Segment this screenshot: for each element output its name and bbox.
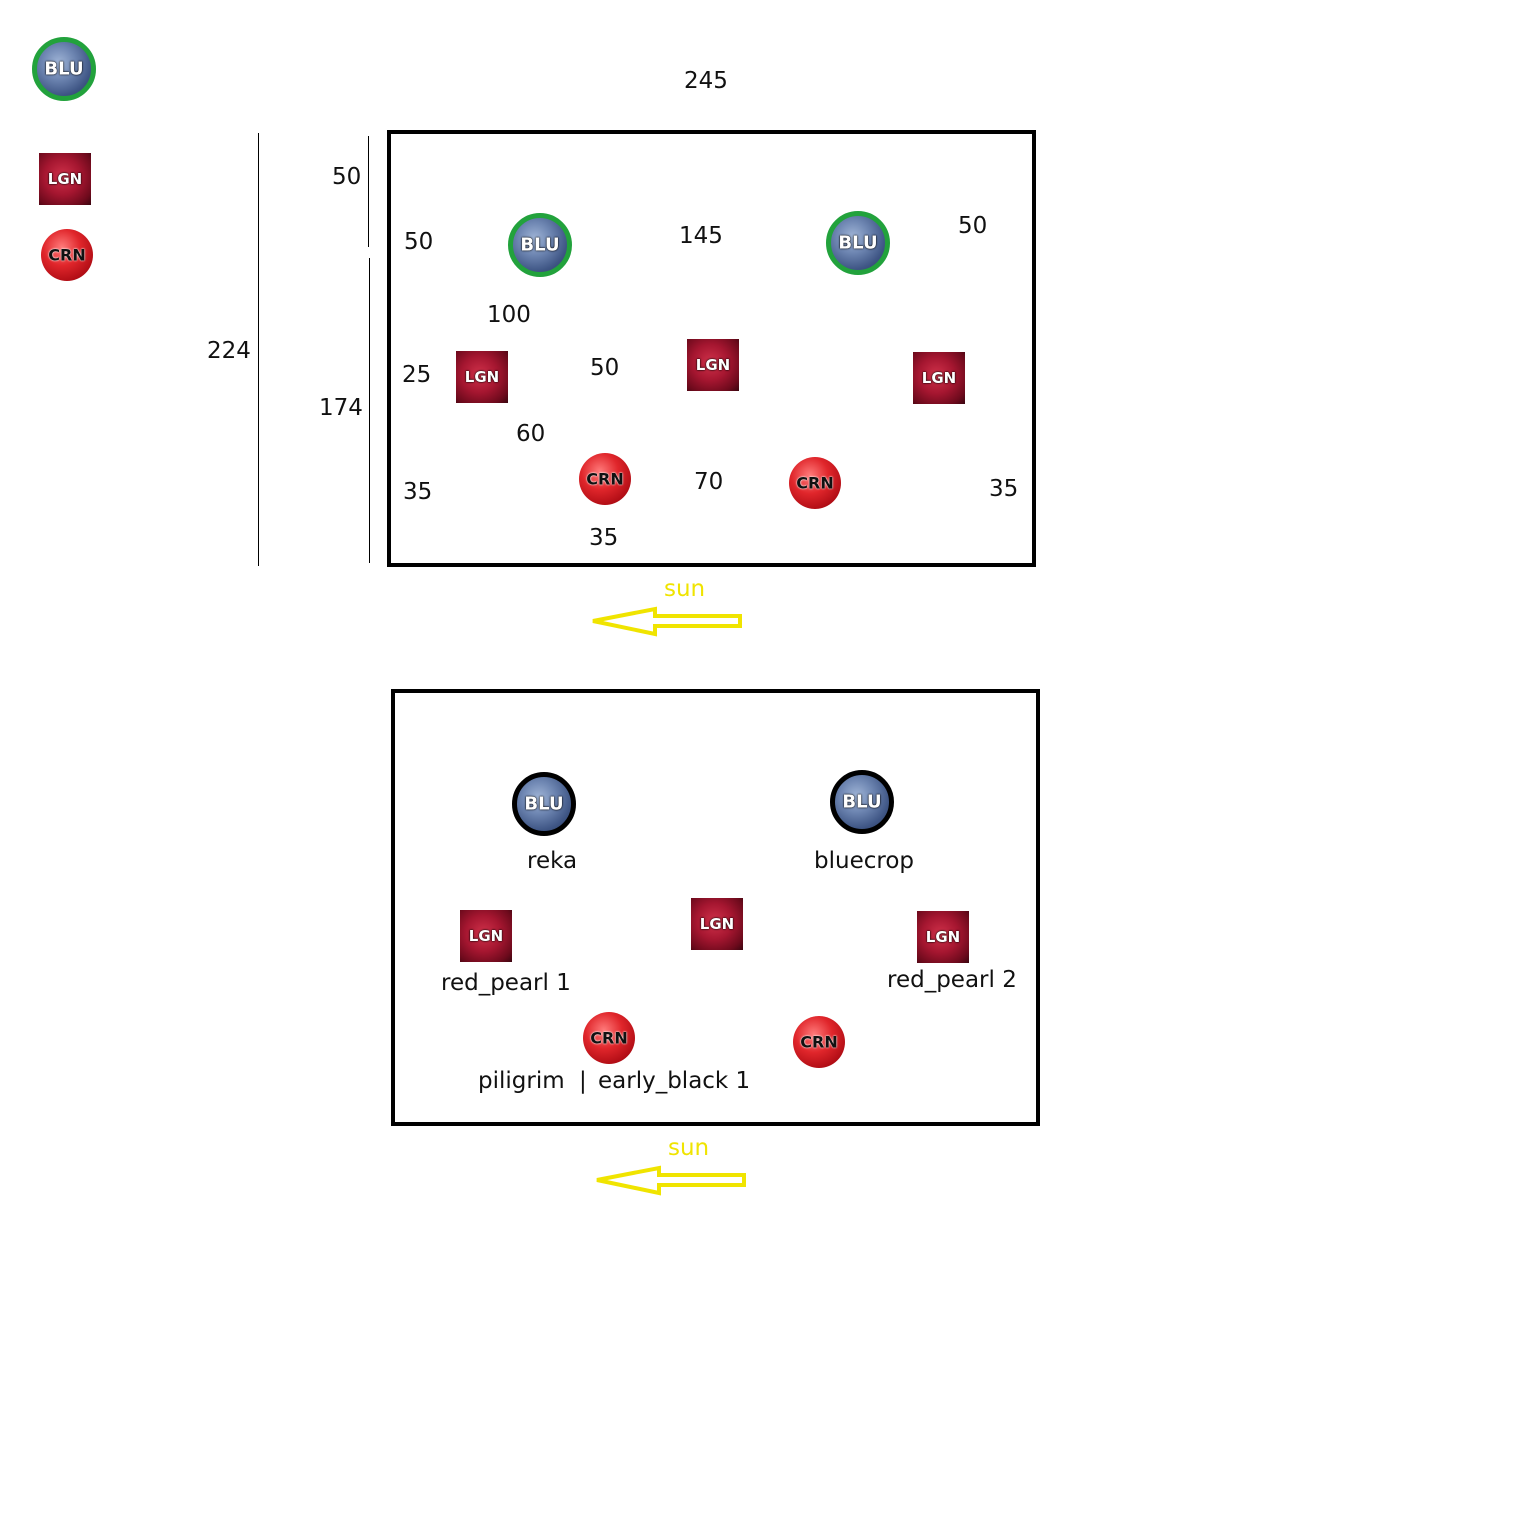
bottom-height-line [369,258,370,563]
plan-blueberry-left-icon: BLU [508,213,572,277]
layout-blueberry-left-icon: BLU [512,772,576,836]
variety-piligrim: piligrim [478,1068,565,1094]
dim-mid-top: 145 [679,223,723,249]
plan-cranberry-left-icon: CRN [579,453,631,505]
layout-lingonberry-right-icon: LGN [917,911,969,963]
dim-bottom: 35 [589,525,619,551]
dim-right-bottom: 35 [989,476,1019,502]
top-height-line [368,136,369,247]
layout-cranberry-right-icon: CRN [793,1016,845,1068]
dim-left-bottom: 35 [403,479,433,505]
sun-label-bottom: sun [668,1135,710,1161]
dim-row-gap-2: 60 [516,421,546,447]
dim-mid-bottom: 70 [694,469,724,495]
plan-lingonberry-mid-icon: LGN [687,339,739,391]
dim-row-gap-1: 100 [487,302,531,328]
legend-blueberry-icon: BLU [32,37,96,101]
dim-mid-mid: 50 [590,355,620,381]
bottom-height-dimension: 174 [319,395,363,421]
sun-label-top: sun [664,576,706,602]
width-dimension: 245 [684,68,728,94]
layout-bed-outline [391,689,1040,1126]
dim-left-mid: 25 [402,362,432,388]
sun-arrow-top-icon [592,606,742,637]
dim-right-top: 50 [958,213,988,239]
variety-red-pearl-1: red_pearl 1 [441,970,571,996]
variety-early-black-1: early_black 1 [598,1068,751,1094]
sun-arrow-bottom-icon [596,1165,746,1196]
variety-reka: reka [527,848,578,874]
legend-lingonberry-icon: LGN [39,153,91,205]
legend-cranberry-icon: CRN [41,229,93,281]
top-height-dimension: 50 [332,164,362,190]
layout-cranberry-left-icon: CRN [583,1012,635,1064]
layout-lingonberry-left-icon: LGN [460,910,512,962]
plan-lingonberry-right-icon: LGN [913,352,965,404]
layout-lingonberry-mid-icon: LGN [691,898,743,950]
dim-left-top: 50 [404,229,434,255]
variety-red-pearl-2: red_pearl 2 [887,967,1017,993]
total-height-line [258,133,259,566]
total-height-dimension: 224 [207,338,251,364]
variety-separator: | [579,1068,587,1094]
layout-blueberry-right-icon: BLU [830,770,894,834]
plan-bed-outline [387,130,1036,567]
plan-lingonberry-left-icon: LGN [456,351,508,403]
plan-blueberry-right-icon: BLU [826,211,890,275]
variety-bluecrop: bluecrop [814,848,914,874]
plan-cranberry-right-icon: CRN [789,457,841,509]
